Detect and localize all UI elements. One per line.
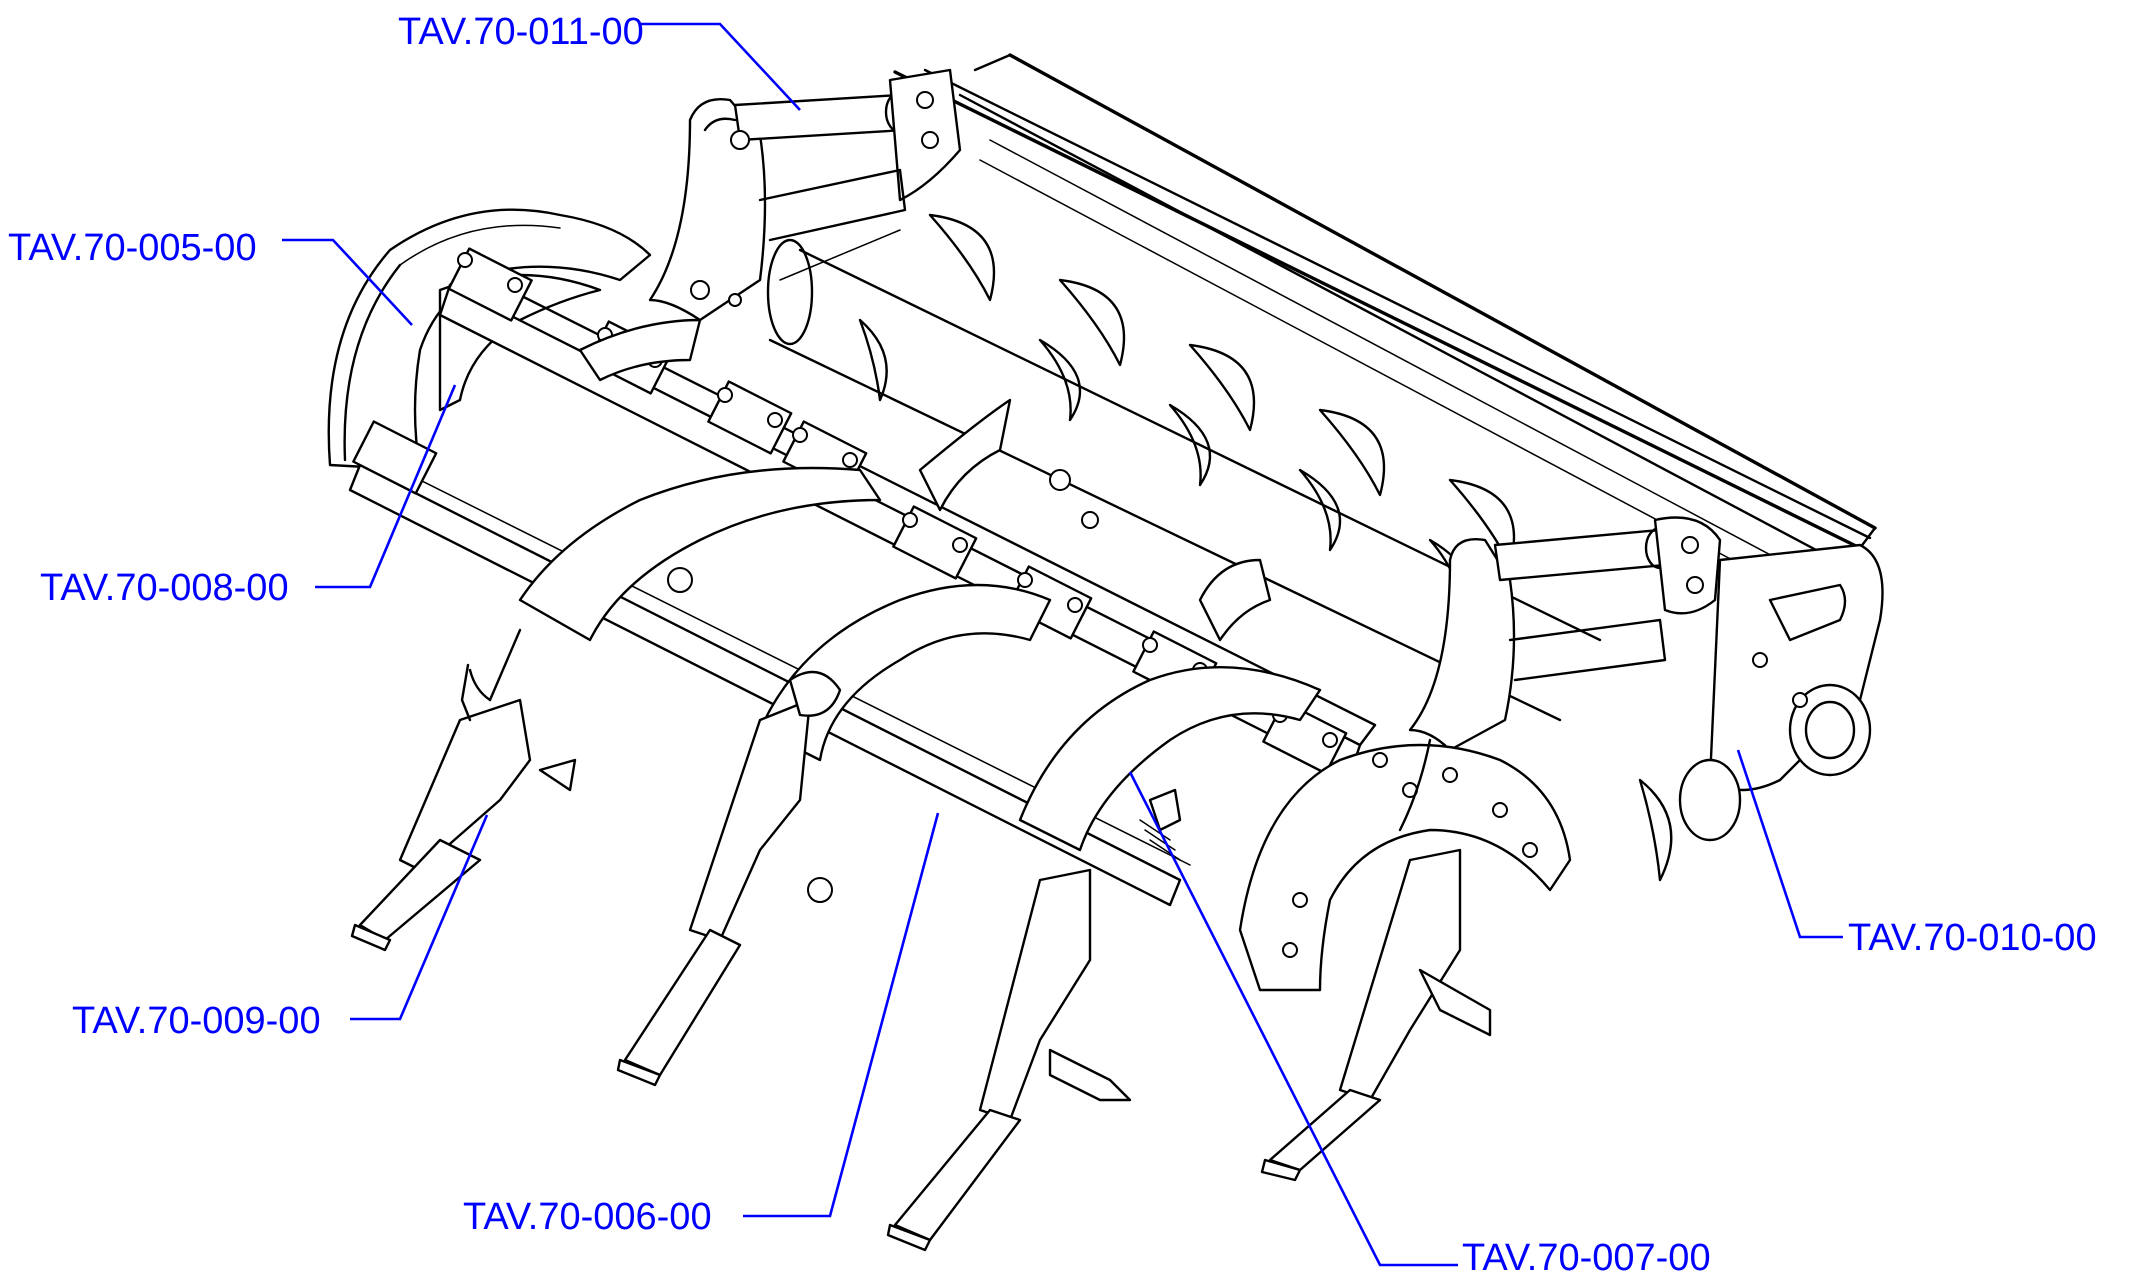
callout-tav-70-008-00: TAV.70-008-00 bbox=[40, 567, 289, 609]
leader-tav-70-007-00 bbox=[1128, 771, 1458, 1267]
callout-labels: TAV.70-011-00 TAV.70-005-00 TAV.70-008-0… bbox=[8, 11, 2097, 1278]
callout-tav-70-006-00: TAV.70-006-00 bbox=[463, 1196, 712, 1238]
callout-tav-70-011-00: TAV.70-011-00 bbox=[398, 11, 644, 53]
rear-frame-beam bbox=[893, 53, 1877, 581]
leader-tav-70-005-00 bbox=[282, 238, 413, 326]
leader-tav-70-008-00 bbox=[315, 384, 457, 589]
leader-tav-70-006-00 bbox=[743, 812, 940, 1218]
callout-tav-70-005-00: TAV.70-005-00 bbox=[8, 227, 257, 269]
misc-details bbox=[460, 318, 1272, 903]
tine-legs bbox=[350, 628, 1492, 1252]
leader-tav-70-010-00 bbox=[1736, 749, 1843, 939]
right-hitch-tower bbox=[1408, 516, 1722, 752]
callout-tav-70-007-00: TAV.70-007-00 bbox=[1462, 1237, 1711, 1278]
callout-tav-70-009-00: TAV.70-009-00 bbox=[72, 1000, 321, 1042]
shank-arms bbox=[518, 398, 1322, 852]
leader-tav-70-011-00 bbox=[640, 22, 801, 111]
right-end-plate bbox=[1678, 543, 1884, 842]
leader-tav-70-009-00 bbox=[350, 814, 489, 1021]
callout-tav-70-010-00: TAV.70-010-00 bbox=[1848, 917, 2097, 959]
machine-illustration bbox=[327, 53, 1884, 1252]
callout-leaders bbox=[282, 22, 1843, 1267]
left-hitch-tower bbox=[648, 68, 962, 322]
